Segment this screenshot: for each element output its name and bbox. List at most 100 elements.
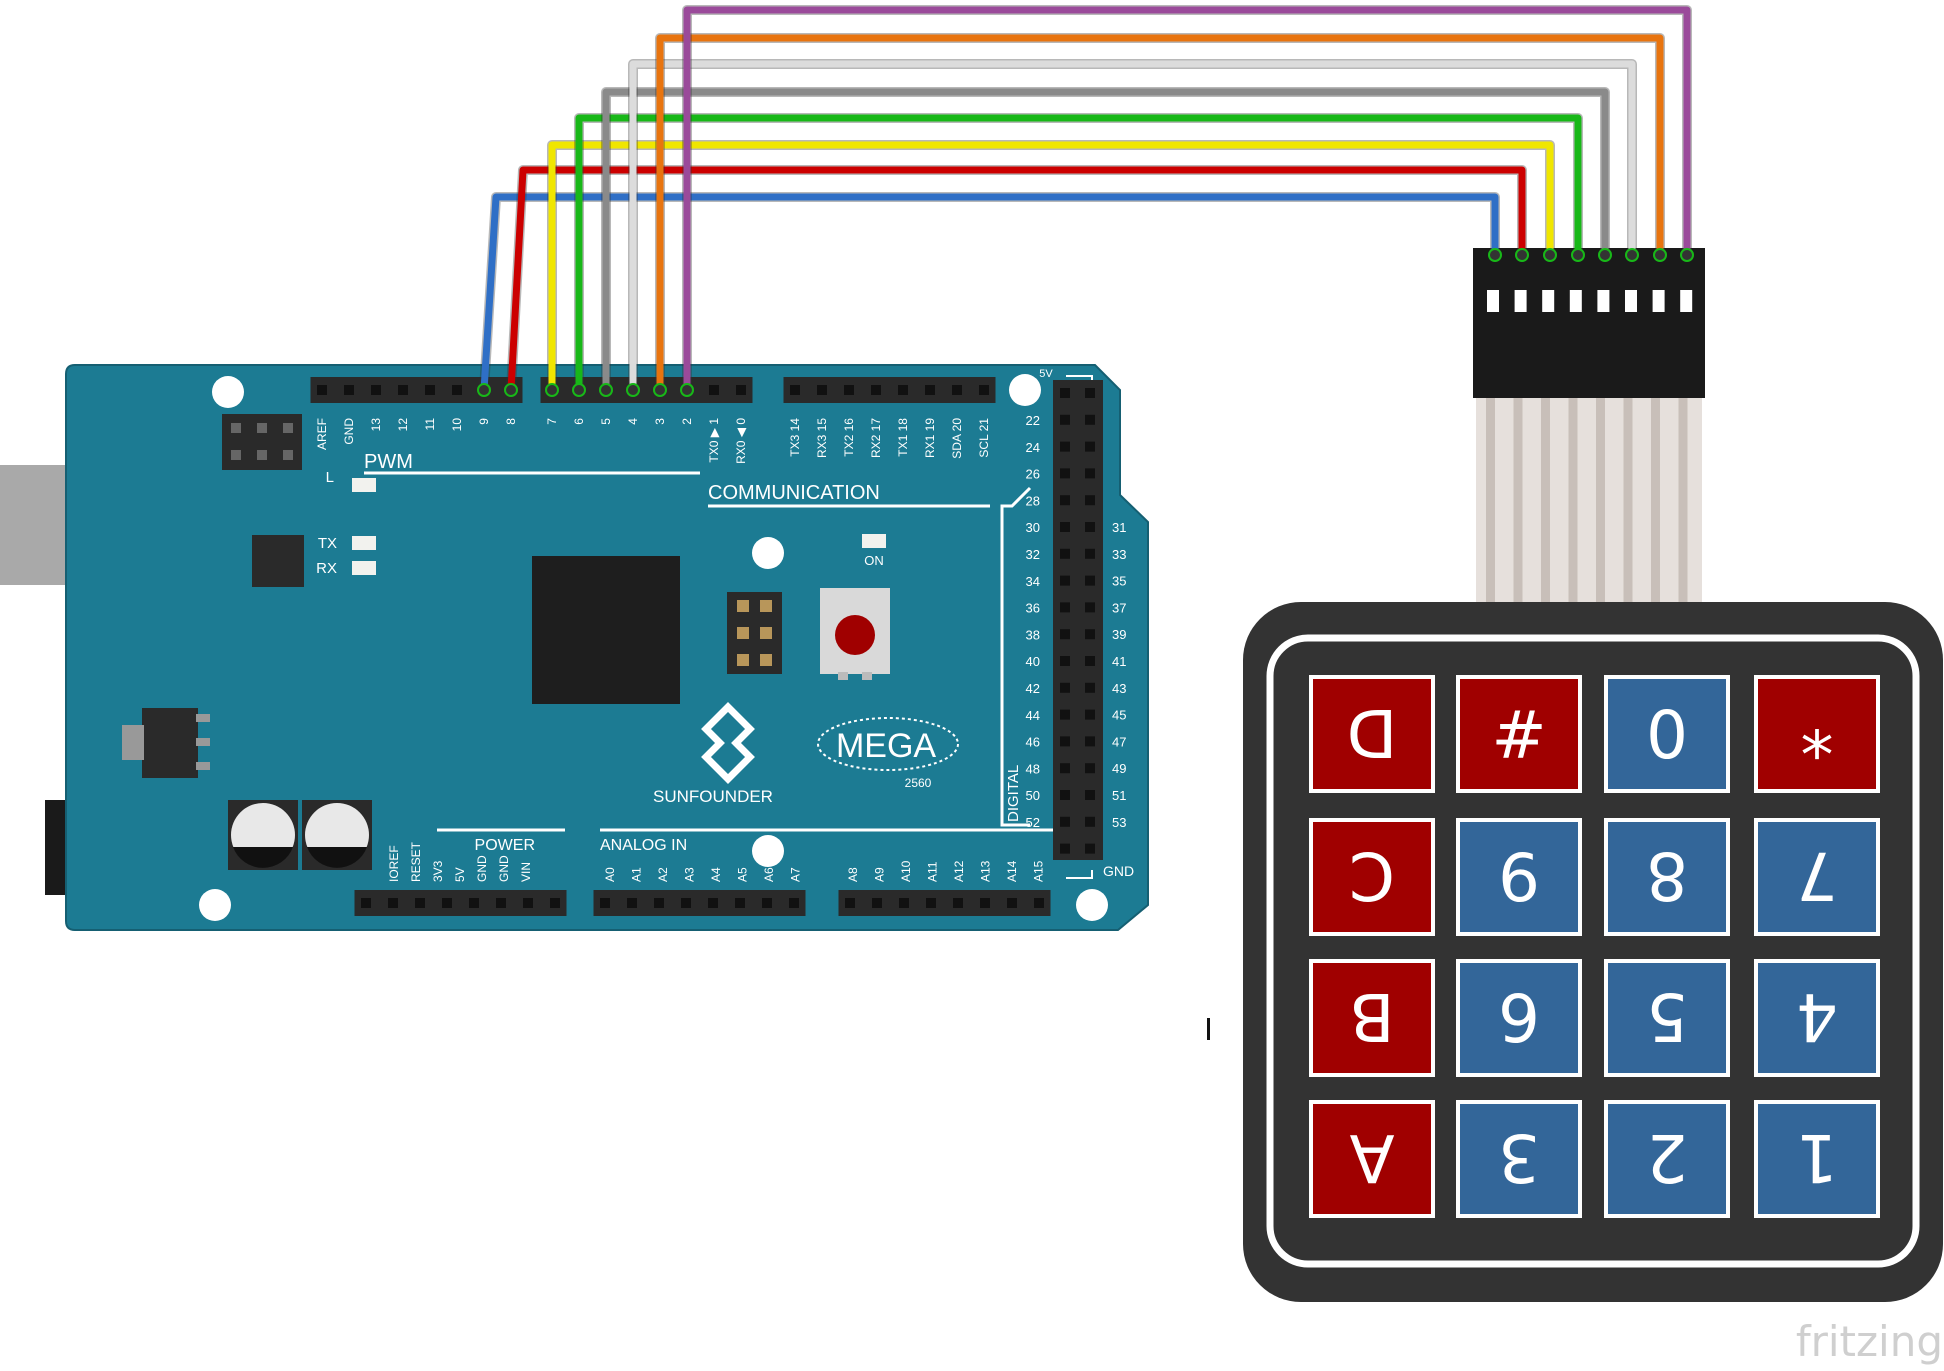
header-pin[interactable]: [523, 898, 533, 908]
header-pin[interactable]: [1085, 522, 1095, 532]
header-pin[interactable]: [600, 898, 610, 908]
header-pin[interactable]: [1060, 495, 1070, 506]
header-pin[interactable]: [627, 898, 637, 908]
header-pin[interactable]: [709, 385, 719, 395]
header-pin[interactable]: [1034, 898, 1044, 908]
header-pin[interactable]: [708, 898, 718, 908]
header-pin[interactable]: [1085, 414, 1095, 425]
header-pin[interactable]: [1085, 843, 1095, 854]
header-pin[interactable]: [899, 898, 909, 908]
header-pin[interactable]: [654, 898, 664, 908]
header-pin[interactable]: [1085, 682, 1095, 693]
key-B[interactable]: B: [1309, 959, 1435, 1077]
header-pin[interactable]: [1085, 709, 1095, 720]
header-pin[interactable]: [1085, 388, 1095, 398]
key-5[interactable]: 5: [1604, 959, 1730, 1077]
header-pin[interactable]: [1085, 468, 1095, 479]
header-pin[interactable]: [789, 898, 799, 908]
header-pin[interactable]: [1085, 629, 1095, 640]
jumper-wire[interactable]: [602, 88, 1609, 390]
jumper-wire[interactable]: [507, 166, 1526, 391]
header-pin[interactable]: [469, 898, 479, 908]
header-pin[interactable]: [952, 385, 962, 395]
header-pin[interactable]: [1060, 629, 1070, 640]
header-pin[interactable]: [681, 898, 691, 908]
header-pin[interactable]: [415, 898, 425, 908]
header-pin[interactable]: [1060, 548, 1070, 559]
key-4[interactable]: 4: [1754, 959, 1880, 1077]
header-pin[interactable]: [1060, 816, 1070, 827]
key-9[interactable]: 9: [1456, 818, 1582, 936]
header-pin[interactable]: [790, 385, 800, 395]
key-C[interactable]: C: [1309, 818, 1435, 936]
jumper-wire[interactable]: [656, 34, 1664, 390]
header-pin[interactable]: [979, 385, 989, 395]
key-D[interactable]: D: [1309, 675, 1435, 793]
jumper-wire[interactable]: [548, 141, 1554, 390]
jumper-wire[interactable]: [683, 6, 1691, 390]
header-pin[interactable]: [1085, 763, 1095, 774]
header-pin[interactable]: [1085, 548, 1095, 559]
header-pin[interactable]: [1060, 441, 1070, 452]
header-pin[interactable]: [736, 385, 746, 395]
key-*[interactable]: *: [1754, 675, 1880, 793]
key-7[interactable]: 7: [1754, 818, 1880, 936]
header-pin[interactable]: [1060, 575, 1070, 586]
header-pin[interactable]: [845, 898, 855, 908]
header-pin[interactable]: [1085, 736, 1095, 747]
header-pin[interactable]: [442, 898, 452, 908]
header-pin[interactable]: [1060, 522, 1070, 532]
header-pin[interactable]: [398, 385, 408, 395]
header-pin[interactable]: [762, 898, 772, 908]
header-pin[interactable]: [344, 385, 354, 395]
header-pin[interactable]: [1060, 682, 1070, 693]
header-pin[interactable]: [1060, 709, 1070, 720]
jumper-wire[interactable]: [575, 114, 1582, 390]
header-pin[interactable]: [1085, 575, 1095, 586]
header-pin[interactable]: [1060, 602, 1070, 613]
header-pin[interactable]: [1085, 656, 1095, 666]
header-pin[interactable]: [953, 898, 963, 908]
header-pin[interactable]: [1060, 790, 1070, 800]
header-pin[interactable]: [925, 385, 935, 395]
key-3[interactable]: 3: [1456, 1100, 1582, 1218]
header-pin[interactable]: [550, 898, 560, 908]
reset-button[interactable]: [820, 588, 890, 680]
header-pin[interactable]: [1060, 468, 1070, 479]
key-2[interactable]: 2: [1604, 1100, 1730, 1218]
header-pin[interactable]: [1060, 388, 1070, 398]
header-pin[interactable]: [872, 898, 882, 908]
header-pin[interactable]: [1085, 790, 1095, 800]
header-pin[interactable]: [871, 385, 881, 395]
header-pin[interactable]: [980, 898, 990, 908]
header-pin[interactable]: [1007, 898, 1017, 908]
header-pin[interactable]: [317, 385, 327, 395]
header-pin[interactable]: [1060, 414, 1070, 425]
header-pin[interactable]: [1060, 763, 1070, 774]
header-pin[interactable]: [1085, 495, 1095, 506]
header-pin[interactable]: [1085, 816, 1095, 827]
key-#[interactable]: #: [1456, 675, 1582, 793]
header-pin[interactable]: [496, 898, 506, 908]
key-0[interactable]: 0: [1604, 675, 1730, 793]
header-pin[interactable]: [1085, 441, 1095, 452]
key-A[interactable]: A: [1309, 1100, 1435, 1218]
key-6[interactable]: 6: [1456, 959, 1582, 1077]
header-pin[interactable]: [898, 385, 908, 395]
header-pin[interactable]: [1060, 736, 1070, 747]
header-pin[interactable]: [844, 385, 854, 395]
header-pin[interactable]: [452, 385, 462, 395]
header-pin[interactable]: [735, 898, 745, 908]
header-pin[interactable]: [817, 385, 827, 395]
key-8[interactable]: 8: [1604, 818, 1730, 936]
header-pin[interactable]: [361, 898, 371, 908]
header-pin[interactable]: [388, 898, 398, 908]
header-pin[interactable]: [1060, 843, 1070, 854]
header-pin[interactable]: [425, 385, 435, 395]
jumper-wire[interactable]: [480, 193, 1499, 391]
key-1[interactable]: 1: [1754, 1100, 1880, 1218]
header-pin[interactable]: [1085, 602, 1095, 613]
header-pin[interactable]: [926, 898, 936, 908]
header-pin[interactable]: [1060, 656, 1070, 666]
header-pin[interactable]: [371, 385, 381, 395]
